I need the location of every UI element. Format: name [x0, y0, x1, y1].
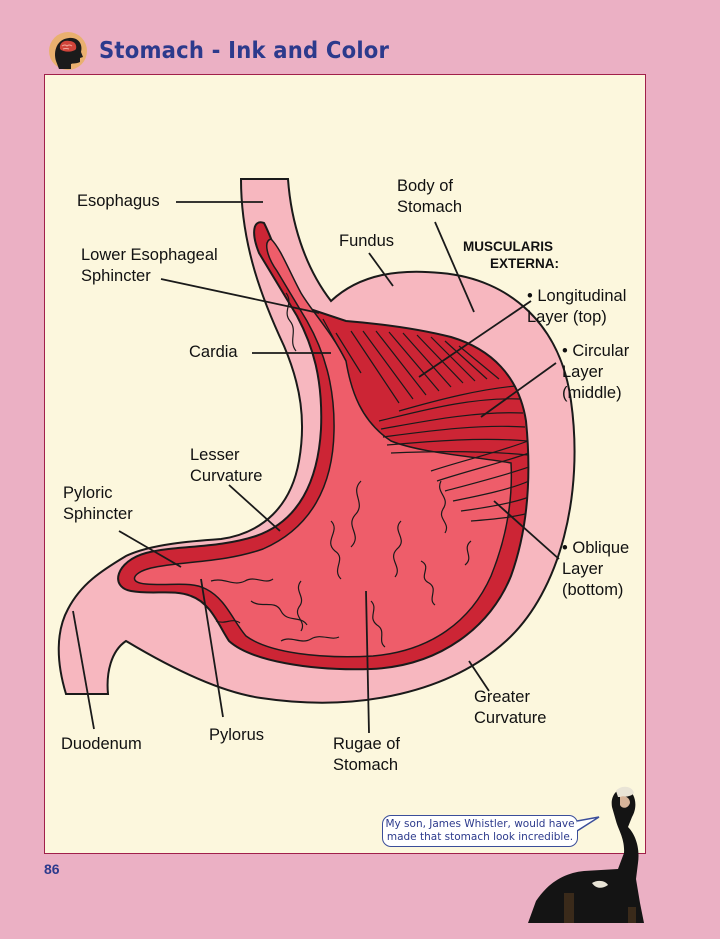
- head-brain-icon: [49, 32, 87, 70]
- label-lesser-curvature: Lesser Curvature: [190, 446, 263, 485]
- label-pyloric-sphincter: Pyloric Sphincter: [63, 484, 133, 523]
- label-oblique-layer: • Oblique Layer (bottom): [562, 539, 630, 599]
- page-number: 86: [44, 861, 60, 877]
- page-title: Stomach - Ink and Color: [99, 38, 390, 64]
- whistler-mother-figure: [528, 786, 644, 923]
- label-pylorus: Pylorus: [209, 726, 265, 744]
- label-body-of-stomach: Body of Stomach: [397, 177, 463, 216]
- label-lower-esophageal-sphincter: Lower Esophageal Sphincter: [81, 246, 218, 285]
- label-circular-layer: • Circular Layer (middle): [562, 342, 630, 402]
- leader-lines: [72, 201, 560, 734]
- label-muscularis-externa: MUSCULARIS EXTERNA:: [463, 239, 560, 271]
- muscle-fibers: [322, 318, 529, 522]
- rugae: [210, 292, 472, 648]
- label-rugae-of-stomach: Rugae of Stomach: [333, 735, 400, 774]
- speech-bubble: My son, James Whistler, would have made …: [382, 815, 578, 847]
- diagram-panel: Esophagus Body of Stomach Fundus MUSCULA…: [44, 74, 646, 854]
- label-duodenum: Duodenum: [61, 735, 142, 753]
- label-greater-curvature: Greater Curvature: [474, 688, 547, 727]
- label-fundus: Fundus: [339, 232, 395, 250]
- page-header: Stomach - Ink and Color: [48, 26, 414, 76]
- label-longitudinal-layer: • Longitudinal Layer (top): [527, 287, 627, 326]
- speech-bubble-tail: [577, 816, 600, 832]
- label-esophagus: Esophagus: [77, 192, 160, 210]
- stomach-diagram: [57, 178, 576, 734]
- lumen: [133, 238, 513, 658]
- label-cardia: Cardia: [189, 343, 238, 361]
